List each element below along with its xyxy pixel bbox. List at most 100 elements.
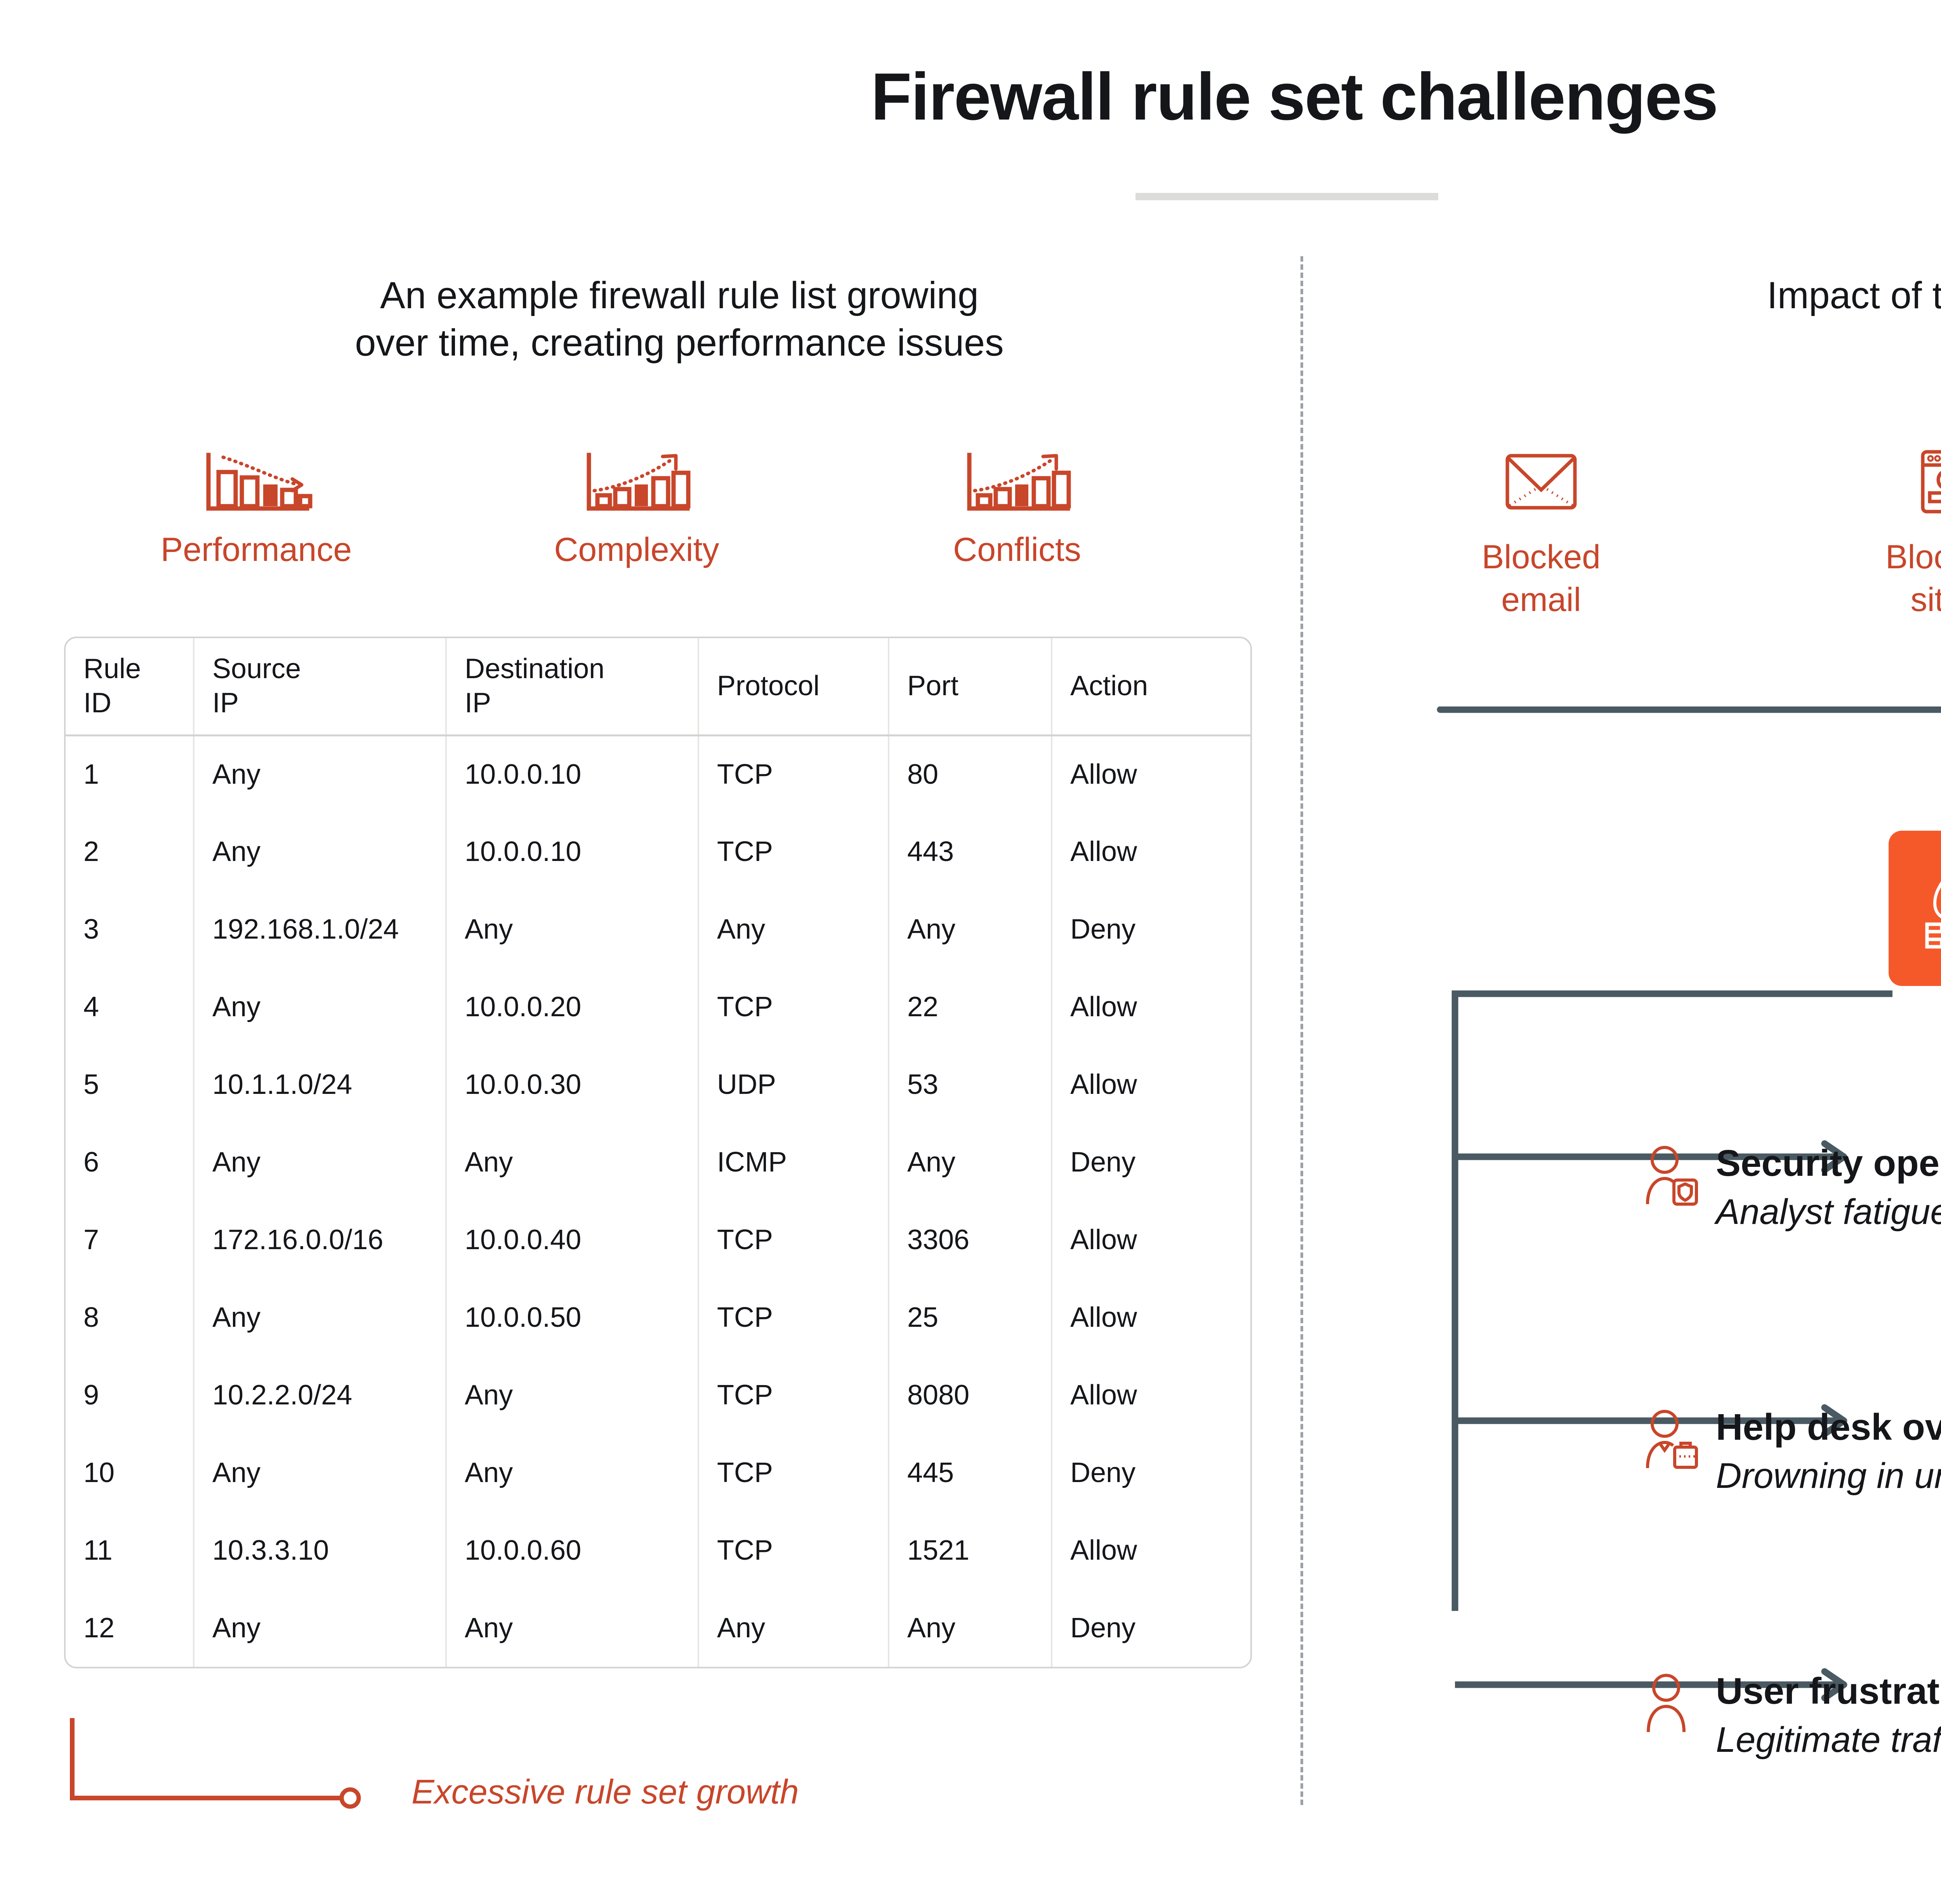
cell-destination-ip: 10.0.0.10 <box>446 735 699 813</box>
cell-source-ip: Any <box>194 1434 447 1512</box>
cell-protocol: TCP <box>698 1512 889 1589</box>
cell-protocol: Any <box>698 890 889 968</box>
bar-chart-up-icon <box>961 450 1073 514</box>
metric-performance: Performance <box>66 450 446 569</box>
cell-port: Any <box>889 890 1052 968</box>
col-header-protocol: Protocol <box>698 638 889 735</box>
cell-rule-id: 2 <box>66 813 194 890</box>
user-icon <box>1642 1672 1700 1734</box>
cell-rule-id: 12 <box>66 1589 194 1667</box>
cell-action: Deny <box>1070 914 1136 945</box>
user-shield-icon <box>1642 1144 1700 1206</box>
metric-complexity: Complexity <box>446 450 827 569</box>
impact-title: Help desk overload <box>1716 1406 1941 1448</box>
vertical-dashed-divider <box>1300 256 1303 1805</box>
cell-source-ip: 10.2.2.0/24 <box>194 1356 447 1434</box>
metric-label: Complexity <box>554 531 719 568</box>
cell-source-ip: Any <box>194 813 447 890</box>
cell-port: 3306 <box>889 1201 1052 1279</box>
cell-action: Allow <box>1070 836 1137 867</box>
envelope-icon <box>1500 446 1582 516</box>
cell-destination-ip: 10.0.0.30 <box>446 1046 699 1123</box>
callout-leader-line <box>70 1716 388 1819</box>
cell-destination-ip: 10.0.0.50 <box>446 1279 699 1356</box>
cell-rule-id: 6 <box>66 1123 194 1201</box>
cell-port: 53 <box>889 1046 1052 1123</box>
impact-title: Security operations center <box>1716 1142 1941 1184</box>
cell-protocol: TCP <box>698 735 889 813</box>
impact-item-user-frustration: User frustration Legitimate traffic bloc… <box>1642 1669 1941 1762</box>
impact-item-soc: Security operations center Analyst fatig… <box>1642 1141 1941 1234</box>
page-title: Firewall rule set challenges <box>871 59 1719 134</box>
cell-port: 443 <box>889 813 1052 890</box>
cell-rule-id: 5 <box>66 1046 194 1123</box>
cell-protocol: TCP <box>698 1279 889 1356</box>
cell-destination-ip: Any <box>446 890 699 968</box>
cell-port: 22 <box>889 968 1052 1046</box>
impact-item-help-desk: Help desk overload Drowning in unnecessa… <box>1642 1405 1941 1498</box>
cell-rule-id: 11 <box>66 1512 194 1589</box>
impact-description: Legitimate traffic blocked <box>1716 1720 1941 1760</box>
cell-protocol: TCP <box>698 968 889 1046</box>
cell-action: Allow <box>1070 1380 1137 1411</box>
cell-protocol: ICMP <box>698 1123 889 1201</box>
cell-source-ip: Any <box>194 1279 447 1356</box>
col-header-action: Action <box>1070 670 1148 701</box>
bar-chart-up-icon <box>580 450 693 514</box>
title-underline-rule <box>1135 193 1438 200</box>
impact-title: User frustration <box>1716 1670 1941 1712</box>
blocked-item-label: Blockedsites <box>1885 538 1941 619</box>
cell-destination-ip: Any <box>446 1589 699 1667</box>
cell-rule-id: 4 <box>66 968 194 1046</box>
cell-source-ip: Any <box>194 1123 447 1201</box>
cell-protocol: UDP <box>698 1046 889 1123</box>
cell-port: Any <box>889 1123 1052 1201</box>
cell-protocol: TCP <box>698 1434 889 1512</box>
cell-protocol: TCP <box>698 813 889 890</box>
impact-description: Drowning in unnecessary user tickets <box>1716 1456 1941 1496</box>
cell-source-ip: 172.16.0.0/16 <box>194 1201 447 1279</box>
firewall-flame-icon <box>1914 867 1941 950</box>
cell-destination-ip: Any <box>446 1123 699 1201</box>
cell-source-ip: 10.3.3.10 <box>194 1512 447 1589</box>
cell-destination-ip: 10.0.0.60 <box>446 1512 699 1589</box>
cell-port: 1521 <box>889 1512 1052 1589</box>
cell-protocol: TCP <box>698 1201 889 1279</box>
cell-port: 25 <box>889 1279 1052 1356</box>
impact-description: Analyst fatigue from excessive alerts <box>1716 1192 1941 1232</box>
cell-action: Deny <box>1070 1612 1136 1644</box>
cell-source-ip: 192.168.1.0/24 <box>194 890 447 968</box>
cell-destination-ip: 10.0.0.10 <box>446 813 699 890</box>
cell-action: Deny <box>1070 1457 1136 1488</box>
cell-protocol: Any <box>698 1589 889 1667</box>
cell-action: Allow <box>1070 991 1137 1022</box>
cell-port: 8080 <box>889 1356 1052 1434</box>
cell-rule-id: 10 <box>66 1434 194 1512</box>
metric-label: Performance <box>160 531 352 568</box>
overly-strict-firewall-chip <box>1889 831 1941 986</box>
blocked-item-sites: Blockedsites <box>1778 446 1941 664</box>
cell-destination-ip: 10.0.0.40 <box>446 1201 699 1279</box>
metric-conflicts: Conflicts <box>827 450 1207 569</box>
cell-action: Deny <box>1070 1147 1136 1178</box>
cell-port: 445 <box>889 1434 1052 1512</box>
cell-destination-ip: Any <box>446 1434 699 1512</box>
cell-source-ip: Any <box>194 968 447 1046</box>
